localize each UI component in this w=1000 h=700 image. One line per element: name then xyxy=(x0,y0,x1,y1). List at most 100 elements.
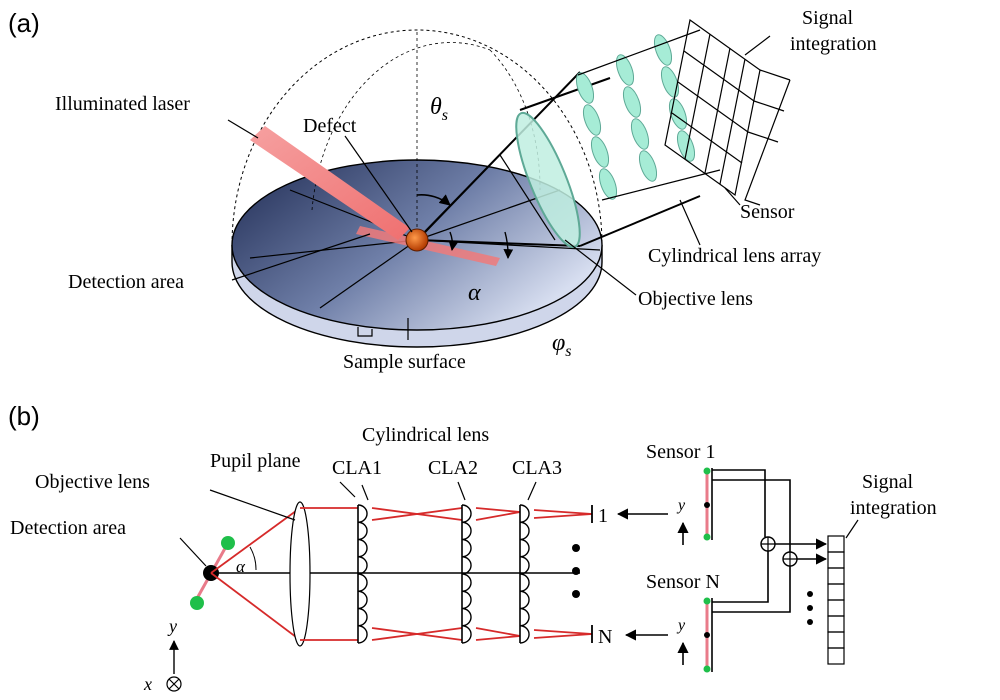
integration-cell xyxy=(827,647,845,665)
cla-lens xyxy=(668,98,688,130)
cross-ray-4 xyxy=(371,627,463,641)
cla-lens xyxy=(590,136,610,168)
sensor-1-y-label: y xyxy=(676,497,686,514)
cla-lens xyxy=(622,86,642,118)
relay-ray-top xyxy=(519,77,611,111)
label-detection-area: Detection area xyxy=(68,271,184,293)
cross-ray-2 xyxy=(371,507,463,521)
detection-area-dot-lower xyxy=(190,596,204,610)
adder-1-cross xyxy=(761,537,775,551)
out-ray-1a xyxy=(533,509,593,515)
integration-cell xyxy=(827,615,845,633)
objective-lens xyxy=(515,111,581,249)
leader-pupil-plane xyxy=(339,481,356,498)
label-pupil-plane: Pupil plane xyxy=(210,450,301,472)
integration-dot xyxy=(807,619,813,625)
label-cla3: CLA3 xyxy=(512,457,562,479)
leader-signal-integration xyxy=(744,35,771,56)
panel-a-tag: (a) xyxy=(8,8,40,38)
alpha-arc-b xyxy=(249,546,257,571)
cla-lens xyxy=(676,130,696,162)
ellipsis-dot xyxy=(572,544,580,552)
cla3-lenslets xyxy=(519,504,530,644)
leader-signal-integration-b xyxy=(845,519,859,539)
cla-lens xyxy=(660,66,680,98)
cla2-lenslets xyxy=(461,504,472,644)
cla3-array xyxy=(519,504,530,644)
sensor-grid xyxy=(664,18,791,206)
cla-frame xyxy=(601,169,721,201)
integration-bus xyxy=(744,79,791,206)
objective-lens-b xyxy=(289,501,311,647)
sensor-grid-line xyxy=(671,112,743,164)
coord-x-label: x xyxy=(143,674,152,694)
cross-ray-8 xyxy=(475,635,521,641)
cla-lens xyxy=(575,72,595,104)
cla-lens xyxy=(615,54,635,86)
panel-b-tag: (b) xyxy=(8,401,40,431)
label-cla2: CLA2 xyxy=(428,457,478,479)
hemisphere-meridian-2 xyxy=(489,49,541,191)
out-ray-na xyxy=(533,629,593,635)
cone-ray-lower xyxy=(210,572,301,641)
integration-wire xyxy=(747,131,779,143)
integration-cell xyxy=(827,583,845,601)
cla-lens xyxy=(653,34,673,66)
cross-ray-6 xyxy=(475,511,521,521)
sensor-1: y xyxy=(676,467,713,545)
sensor-1-dot-bottom xyxy=(703,533,711,541)
cla1-array xyxy=(357,504,368,644)
sensor-n: y xyxy=(676,597,713,673)
integration-cell xyxy=(827,631,845,649)
adder-2-cross xyxy=(783,552,797,566)
label-sample-surface: Sample surface xyxy=(343,351,466,373)
wire-s1-a xyxy=(712,469,766,537)
cylindrical-lens-array xyxy=(575,29,721,201)
sensor-1-dot-mid xyxy=(704,502,710,508)
cla-lens xyxy=(630,118,650,150)
leader-illuminated-laser xyxy=(227,119,259,139)
cla-lens xyxy=(582,104,602,136)
integration-wire xyxy=(759,69,791,81)
panel-b: (b) xyxy=(8,401,937,694)
cla-frame xyxy=(577,29,701,76)
defect-particle xyxy=(405,228,429,252)
cone-ray-upper xyxy=(210,507,301,574)
leader-detection-area-b xyxy=(179,537,207,567)
coord-y-label: y xyxy=(167,616,177,636)
label-defect: Defect xyxy=(303,115,357,137)
phi-arc xyxy=(503,231,514,259)
relay-ray-bottom xyxy=(579,195,701,247)
coord-x-cross xyxy=(168,678,180,690)
detection-area-dot-upper xyxy=(221,536,235,550)
cross-ray-5 xyxy=(475,507,521,513)
ellipsis-dot xyxy=(572,567,580,575)
label-signal-integration-b-1: Signal xyxy=(862,471,914,493)
label-objective-lens: Objective lens xyxy=(638,288,753,310)
surface-sector-2 xyxy=(249,239,418,259)
label-out-1: 1 xyxy=(598,505,608,527)
label-signal-integration-1: Signal xyxy=(802,7,854,29)
integration-cell xyxy=(827,599,845,617)
cla1-lenslets xyxy=(357,504,368,644)
label-signal-integration-b-2: integration xyxy=(850,497,937,519)
sensor-grid-line xyxy=(683,50,755,102)
sensor-n-dot-top xyxy=(703,597,711,605)
hemisphere-outline xyxy=(231,29,603,246)
integration-dot xyxy=(807,591,813,597)
leader-cla xyxy=(679,199,701,246)
label-phi: φs xyxy=(552,330,572,360)
detection-area-streak xyxy=(356,226,500,266)
label-illuminated-laser: Illuminated laser xyxy=(55,93,190,115)
label-sensor: Sensor xyxy=(740,201,795,223)
sensor-1-dot-top xyxy=(703,467,711,475)
label-cla1: CLA1 xyxy=(332,457,382,479)
label-cylindrical-lens: Cylindrical lens xyxy=(362,424,489,446)
scatter-plane-line xyxy=(419,154,501,239)
label-signal-integration-2: integration xyxy=(790,33,877,55)
integration-cell xyxy=(827,535,845,553)
wire-sn-a xyxy=(712,551,769,603)
leader-cla2 xyxy=(457,481,466,501)
cross-ray-7 xyxy=(475,627,521,637)
